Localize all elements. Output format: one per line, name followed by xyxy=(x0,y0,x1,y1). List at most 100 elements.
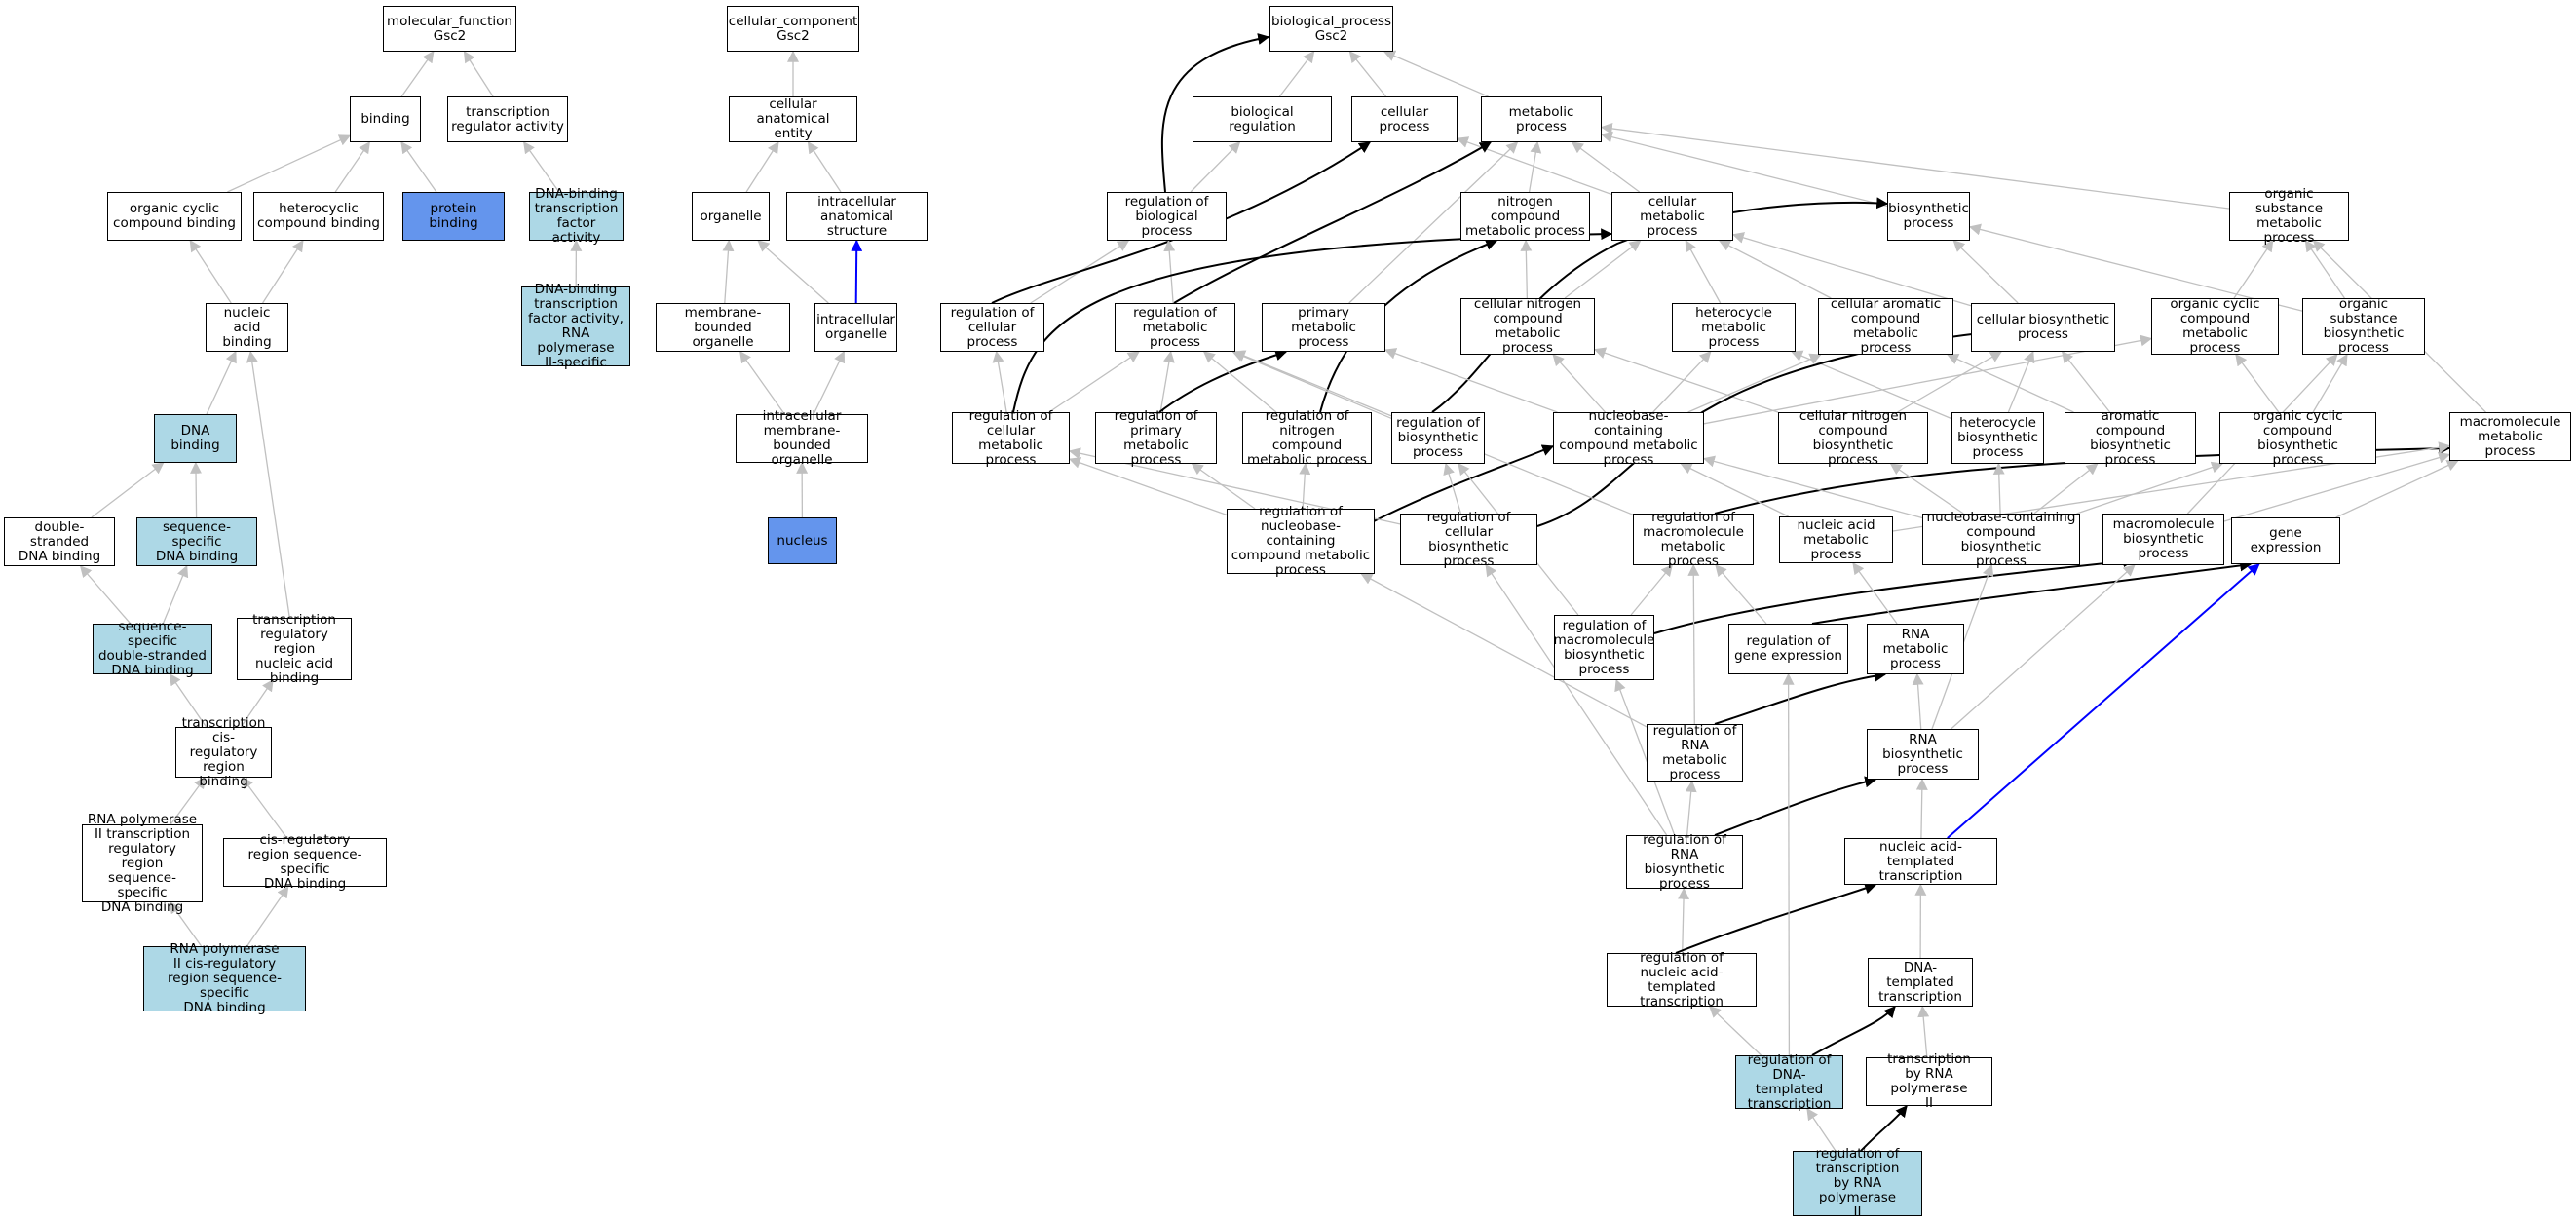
edge-is-a-reg_dt-to-reg_nat xyxy=(1709,1006,1762,1056)
edge-is-a-ss_ds_dna-to-ss_dna xyxy=(162,564,189,625)
go-term-node-biological-regulation[interactable]: biological regulation xyxy=(1193,96,1332,142)
go-term-node-dna-binding[interactable]: DNA binding xyxy=(154,414,237,463)
edge-is-a-nat-to-rbp xyxy=(1915,778,1928,839)
go-term-node-gene-expression[interactable]: gene expression xyxy=(2231,517,2340,564)
edge-is-a-io-to-organelle xyxy=(757,240,829,304)
go-term-node-metabolic-process[interactable]: metabolic process xyxy=(1481,96,1602,142)
go-term-node-protein-binding[interactable]: protein binding xyxy=(402,192,505,241)
edge-is-a-binding-to-mf xyxy=(400,51,435,97)
edge-is-a-namp-to-nbcmp xyxy=(1680,463,1789,517)
edge-is-a-cncbp-to-cbp xyxy=(1897,351,2003,413)
go-term-label: binding xyxy=(360,111,410,127)
go-term-node-binding[interactable]: binding xyxy=(350,96,421,142)
edge-is-a-reg_dt-to-reg_ge xyxy=(1782,672,1795,1056)
go-term-node-cellular-process[interactable]: cellular process xyxy=(1351,96,1458,142)
go-term-node-nucleus[interactable]: nucleus xyxy=(768,517,837,564)
edge-is-a-nbcbp-to-cncbp xyxy=(1889,463,1964,515)
edge-part-of-io-to-ias xyxy=(851,239,863,304)
edge-is-a-nbcmp-to-hmp xyxy=(1652,351,1712,413)
edge-is-a-occmp-to-osmp xyxy=(2233,240,2274,299)
edge-is-a-rmp-to-namp xyxy=(1852,562,1898,625)
edge-regulates-reg_nbcmp-to-nbcmp xyxy=(1373,444,1555,522)
go-term-node-organelle[interactable]: organelle xyxy=(692,192,770,241)
edge-is-a-imbo-to-io xyxy=(813,350,845,415)
